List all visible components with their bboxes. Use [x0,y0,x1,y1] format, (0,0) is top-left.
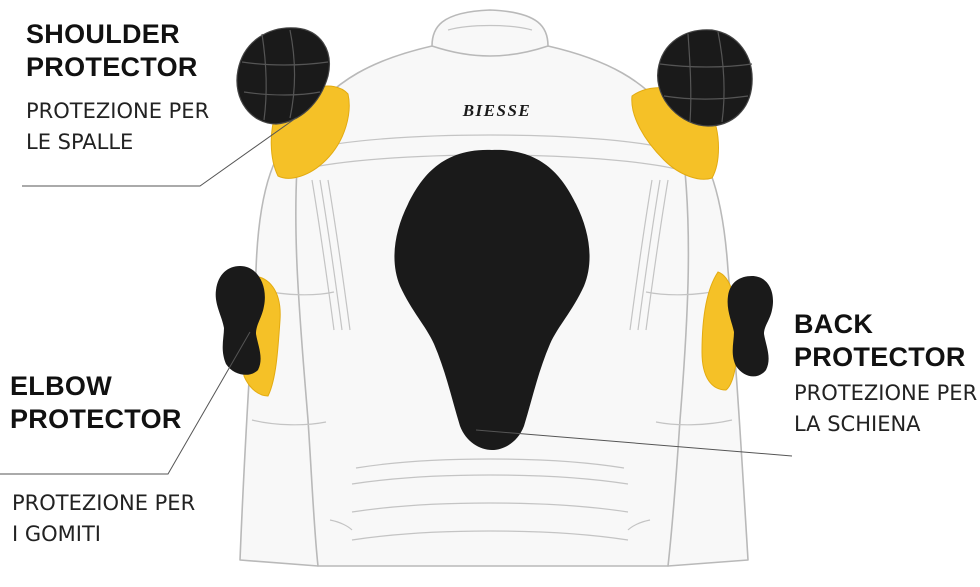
back-title-line1: BACK [794,309,874,339]
elbow-title-line2: PROTECTOR [10,404,182,434]
back-callout: BACK PROTECTOR [794,308,966,374]
elbow-title-line1: ELBOW [10,371,112,401]
shoulder-sub-line1: PROTEZIONE PER [26,99,210,123]
elbow-callout: ELBOW PROTECTOR [10,370,182,436]
shoulder-subtitle: PROTEZIONE PER LE SPALLE [26,96,209,158]
left-elbow-protector [215,266,265,375]
elbow-sub-line2: I GOMITI [12,522,102,546]
right-shoulder-protector [657,29,753,127]
shoulder-leader-line [22,117,297,187]
brand-logo: BIESSE [462,101,532,120]
elbow-sub-line1: PROTEZIONE PER [12,491,196,515]
shoulder-sub-line2: LE SPALLE [26,130,134,154]
jacket-collar [431,9,549,57]
elbow-leader-line [0,331,251,475]
shoulder-callout: SHOULDER PROTECTOR [26,18,198,84]
back-sub-line1: PROTEZIONE PER [794,381,978,405]
back-title-line2: PROTECTOR [794,342,966,372]
jacket-seams [251,24,733,541]
right-elbow-protector [727,276,774,377]
back-sub-line2: LA SCHIENA [794,412,921,436]
back-protector [394,149,590,451]
elbow-subtitle: PROTEZIONE PER I GOMITI [12,488,195,550]
back-leader-line [475,429,793,457]
back-subtitle: PROTEZIONE PER LA SCHIENA [794,378,977,440]
shoulder-title-line2: PROTECTOR [26,52,198,82]
leader-lines [0,117,793,475]
left-shoulder-protector [236,27,330,125]
shoulder-title-line1: SHOULDER [26,19,180,49]
